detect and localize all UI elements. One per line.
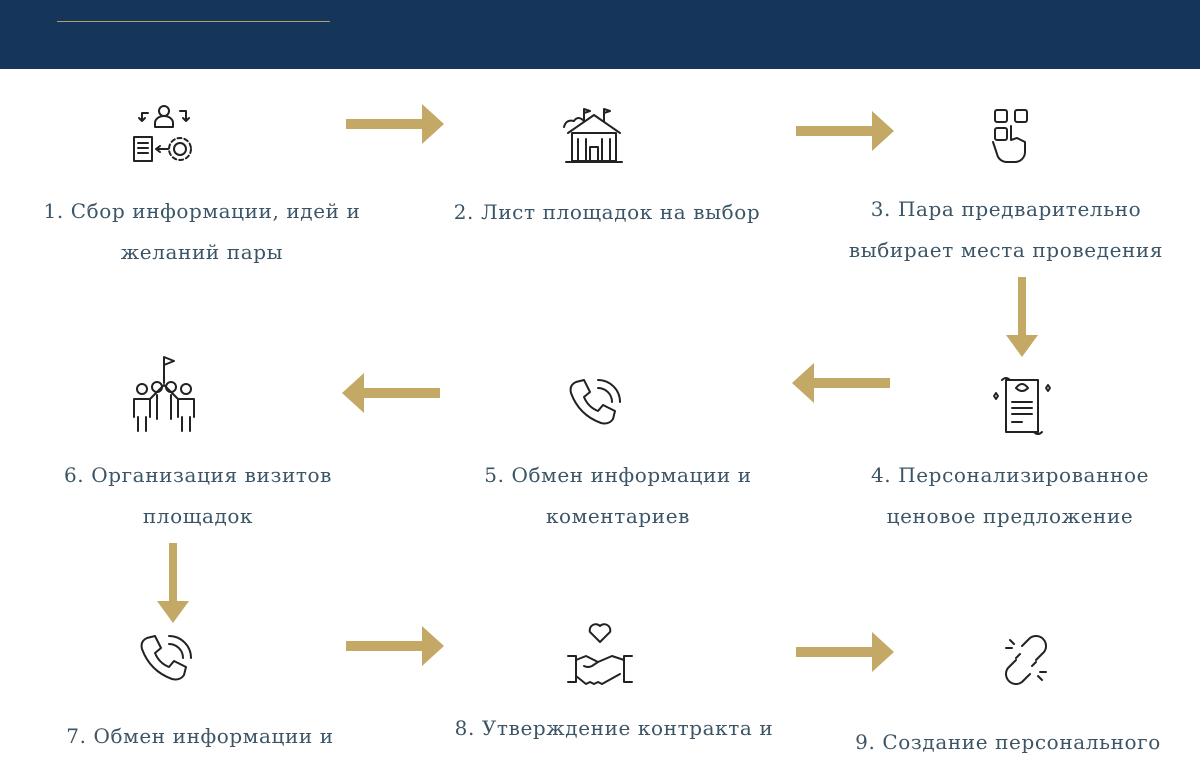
arrow-left [340,372,440,414]
arrow-down [155,543,191,623]
step-7-label: 7. Обмен информации и [66,724,334,748]
step-3-label: 3. Пара предварительно выбирает места пр… [848,197,1164,262]
header-divider [57,21,330,22]
venue-building-icon [554,97,634,177]
team-flag-icon [124,355,204,435]
link-chain-icon [986,620,1066,700]
document-scroll-icon [982,366,1062,446]
step-4-label: 4. Персонализированное ценовое предложен… [870,463,1150,528]
arrow-left [790,362,890,404]
arrow-right [346,103,446,145]
step-5-label: 5. Обмен информации и коментариев [484,463,752,528]
phone-call-icon [125,622,205,702]
arrow-down [1004,277,1040,357]
step-6-label: 6. Организация визитов площадок [63,463,333,528]
step-9-label: 9. Создание персонального [855,730,1161,754]
phone-call-icon [554,366,634,446]
step-2-label: 2. Лист площадок на выбор [453,200,761,224]
handshake-heart-icon [560,612,640,692]
hand-select-icon [971,96,1051,176]
arrow-right [796,110,896,152]
arrow-right [796,631,896,673]
arrow-right [346,625,446,667]
header-bar [0,0,1200,69]
person-process-icon [124,97,204,177]
step-8-label: 8. Утверждение контракта и [454,716,774,740]
step-1-label: 1. Сбор информации, идей и желаний пары [43,199,361,264]
